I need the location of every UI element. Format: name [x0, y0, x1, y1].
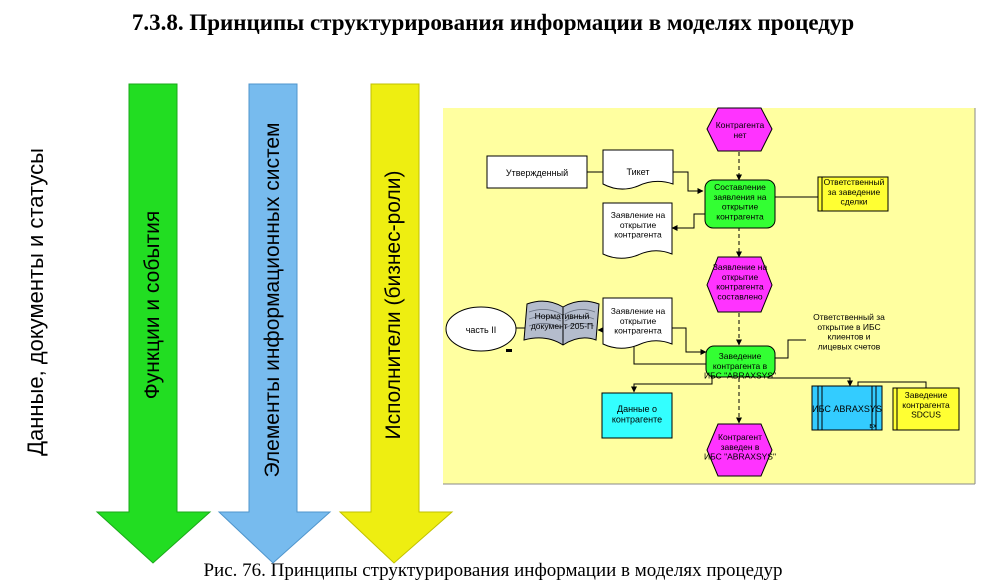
- role-sdcus: [892, 387, 960, 431]
- label-ticket: Тикет: [627, 167, 650, 177]
- event-counterparty-created: [706, 423, 773, 477]
- arrow-performers-shape: [338, 83, 454, 564]
- arrow-functions-shape: [95, 83, 212, 564]
- role-deal-responsible: [817, 176, 889, 212]
- link-ticket-to-compose: [673, 171, 704, 194]
- system-abraxsys: [811, 385, 883, 431]
- document-approved: [486, 155, 588, 189]
- book-icon: [523, 300, 600, 346]
- link-compose-to-application: [671, 213, 708, 231]
- link-create-to-data: [631, 376, 713, 393]
- event-application-composed: [706, 256, 773, 313]
- label-part-two: часть II: [466, 325, 497, 335]
- data-counterparty: [601, 392, 673, 439]
- arrow-performers-roles: [338, 83, 454, 564]
- arrow-functions-events: [95, 83, 212, 564]
- document-part-two: [445, 306, 517, 352]
- link-application-to-create: [672, 327, 707, 355]
- link-system-to-sdcus: [857, 381, 927, 388]
- document-application-1: [602, 202, 673, 259]
- section-heading: 7.3.8. Принципы структурирования информа…: [131, 10, 855, 35]
- arrow-label-functions-events: Функции и события: [141, 210, 164, 400]
- function-compose-application: [704, 179, 776, 229]
- part-two-marker: [506, 349, 512, 352]
- document-ticket: [602, 149, 674, 190]
- label-system-abraxsys: ИБС ABRAXSYS: [812, 404, 882, 414]
- event-no-counterparty: [706, 107, 773, 152]
- figure-caption: Рис. 76. Принципы структурирования инфор…: [203, 560, 783, 581]
- label-system-suffix: вх: [869, 423, 877, 430]
- arrow-systems-shape: [217, 83, 332, 564]
- arrow-label-performers-roles: Исполнители (бизнес-роли): [382, 170, 405, 440]
- link-create-to-role: [775, 339, 806, 359]
- arrow-label-information-systems: Элементы информационных систем: [261, 122, 284, 478]
- label-approved: Утвержденный: [506, 168, 568, 178]
- document-application-2: [602, 297, 673, 349]
- arrow-information-systems: [217, 83, 332, 564]
- function-create-in-ibs: [705, 345, 776, 378]
